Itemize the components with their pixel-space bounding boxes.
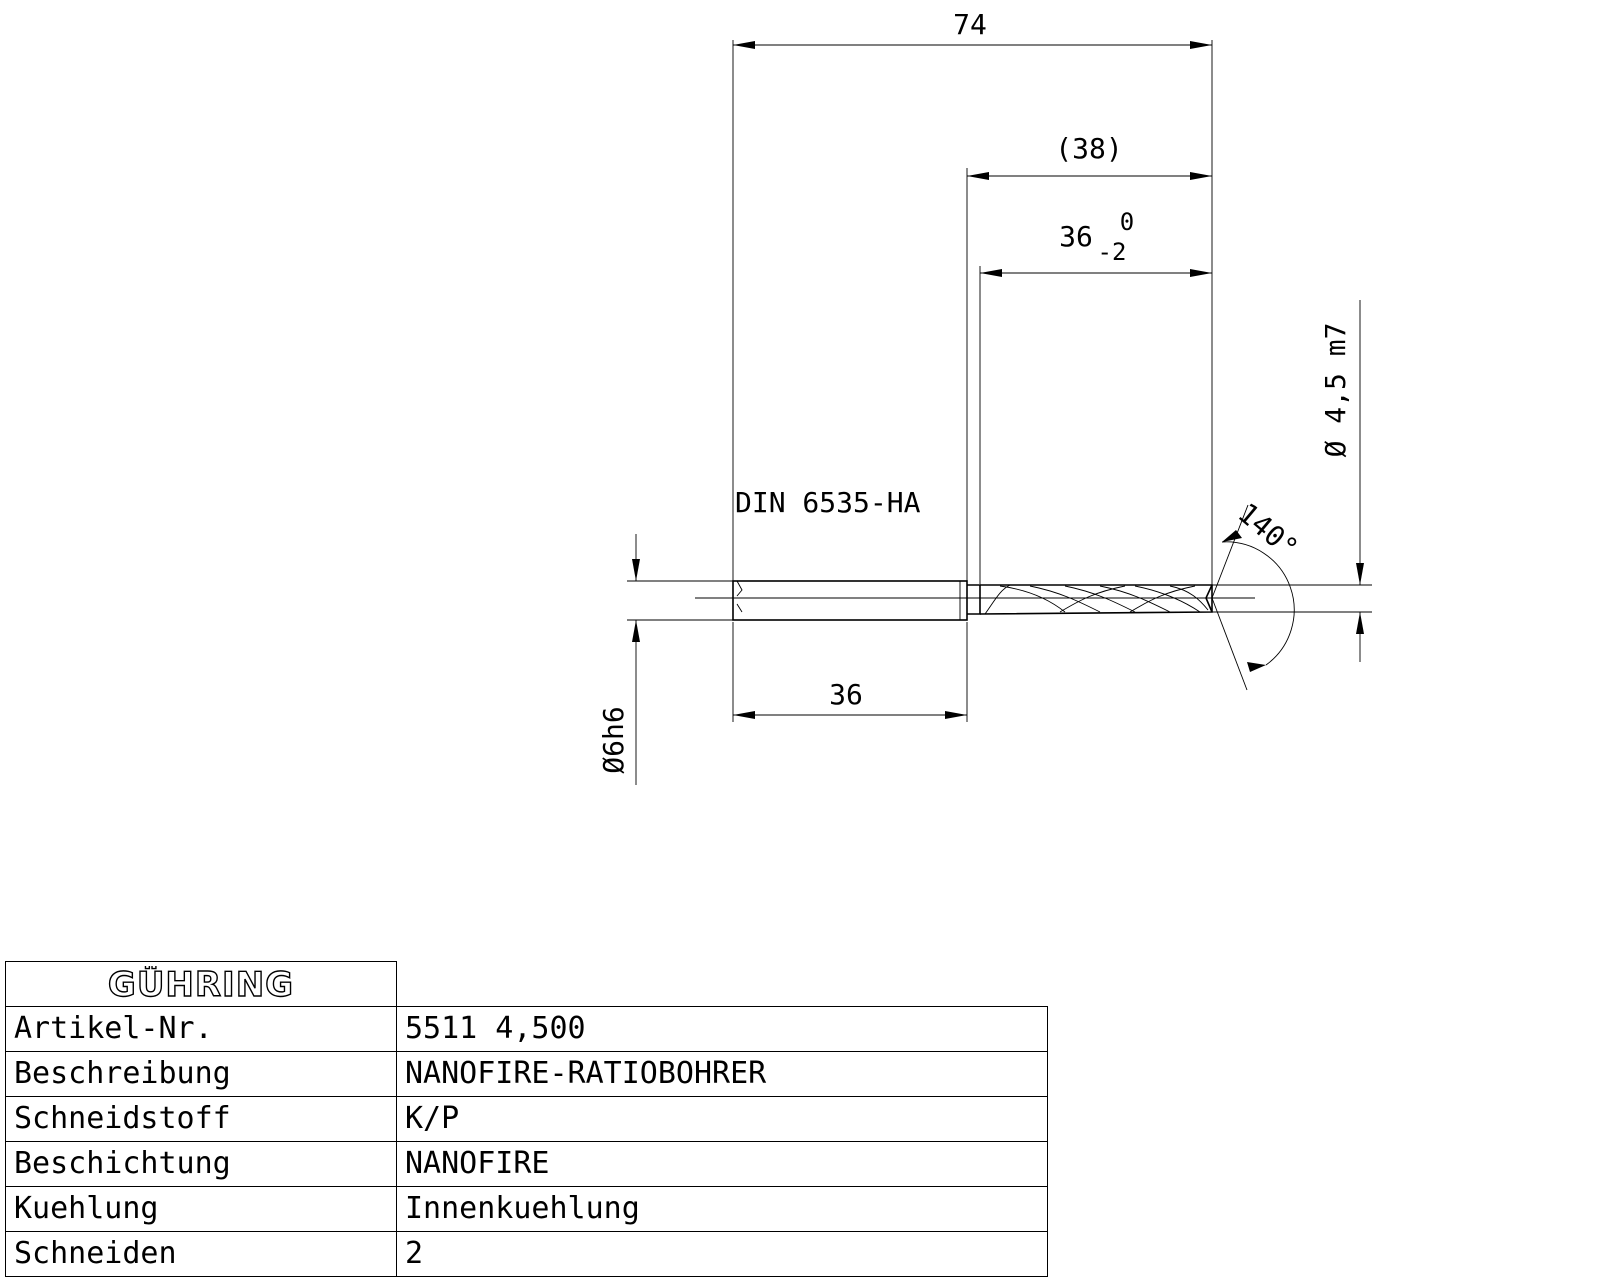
table-row: Beschichtung NANOFIRE bbox=[5, 1141, 1048, 1187]
table-row: Artikel-Nr. 5511 4,500 bbox=[5, 1006, 1048, 1052]
dimension-overall-length: 74 bbox=[732, 8, 1213, 598]
table-row: Kuehlung Innenkuehlung bbox=[5, 1186, 1048, 1232]
row-value: NANOFIRE-RATIOBOHRER bbox=[396, 1051, 1048, 1097]
row-label: Beschichtung bbox=[5, 1141, 397, 1187]
dim-flute-ref-label: (38) bbox=[1055, 132, 1122, 165]
row-label: Kuehlung bbox=[5, 1186, 397, 1232]
drill-shank bbox=[732, 580, 968, 621]
standard-note: DIN 6535-HA bbox=[735, 486, 921, 519]
drill-neck bbox=[967, 584, 981, 615]
row-value: K/P bbox=[396, 1096, 1048, 1142]
drill-body bbox=[695, 580, 1255, 621]
dim-flute-nominal-label: 36 bbox=[1059, 220, 1093, 253]
logo-row: GÜHRING bbox=[5, 961, 1048, 1007]
table-row: Beschreibung NANOFIRE-RATIOBOHRER bbox=[5, 1051, 1048, 1097]
guehring-logo: GÜHRING bbox=[107, 966, 294, 1002]
row-label: Beschreibung bbox=[5, 1051, 397, 1097]
dim-shank-label: 36 bbox=[829, 678, 863, 711]
row-value: 2 bbox=[396, 1231, 1048, 1277]
dimension-point-angle: 140° bbox=[1211, 496, 1305, 691]
row-value: Innenkuehlung bbox=[396, 1186, 1048, 1232]
logo-cell: GÜHRING bbox=[5, 961, 397, 1007]
logo-text: GÜHRING bbox=[108, 966, 294, 1002]
table-row: Schneidstoff K/P bbox=[5, 1096, 1048, 1142]
dim-flute-tol-upper: 0 bbox=[1120, 208, 1134, 236]
row-label: Artikel-Nr. bbox=[5, 1006, 397, 1052]
point-angle-label: 140° bbox=[1232, 496, 1305, 565]
dim-drill-dia-label: Ø 4,5 m7 bbox=[1319, 323, 1352, 458]
row-value: NANOFIRE bbox=[396, 1141, 1048, 1187]
row-label: Schneidstoff bbox=[5, 1096, 397, 1142]
dimension-flute-reference: (38) bbox=[966, 132, 1212, 582]
spec-table: GÜHRING Artikel-Nr. 5511 4,500 Beschreib… bbox=[5, 961, 1048, 1277]
dim-shank-dia-label: Ø6h6 bbox=[597, 706, 630, 773]
table-row: Schneiden 2 bbox=[5, 1231, 1048, 1277]
dim-flute-tol-lower: -2 bbox=[1098, 238, 1127, 266]
dim-overall-label: 74 bbox=[953, 8, 987, 41]
dimension-shank-diameter: Ø6h6 bbox=[597, 534, 733, 785]
row-value: 5511 4,500 bbox=[396, 1006, 1048, 1052]
logo-row-spacer bbox=[396, 961, 1048, 1007]
dimension-drill-diameter: Ø 4,5 m7 bbox=[1212, 300, 1372, 662]
dimension-shank-length: 36 bbox=[732, 622, 968, 722]
dimension-flute-length: 36 0 -2 bbox=[979, 208, 1212, 584]
row-label: Schneiden bbox=[5, 1231, 397, 1277]
